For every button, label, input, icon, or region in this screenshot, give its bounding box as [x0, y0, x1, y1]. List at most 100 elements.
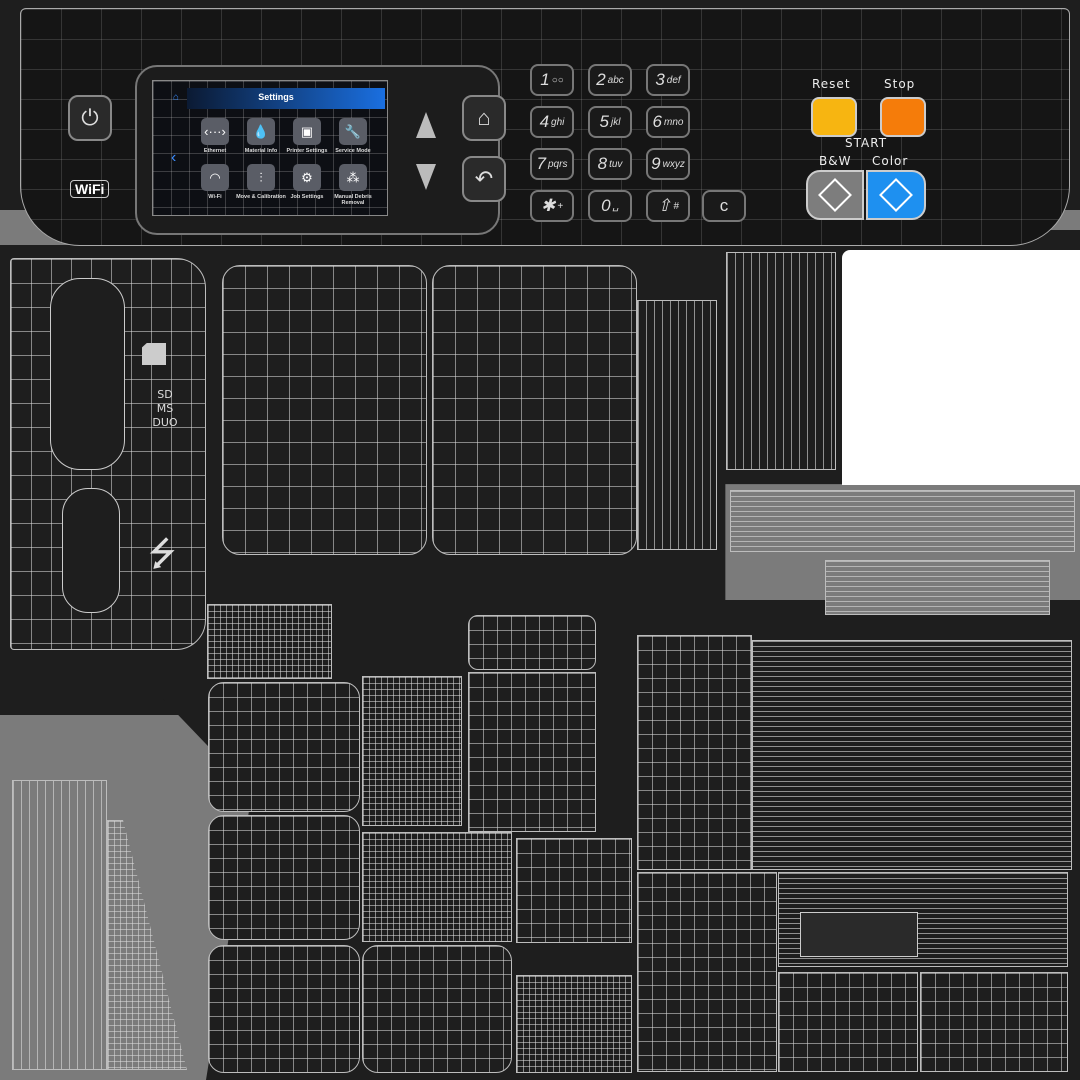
color-label: Color	[872, 154, 909, 168]
key-number: 3	[655, 70, 665, 89]
back-chevron-icon[interactable]: ‹	[171, 149, 177, 166]
wifi-icon[interactable]: ◠	[201, 164, 229, 191]
home-button[interactable]: ⌂	[462, 95, 506, 141]
key-letters: tuv	[609, 158, 623, 170]
screen-tile-label: Wi-Fi	[208, 194, 222, 200]
droplet-icon[interactable]: 💧	[247, 118, 275, 145]
debris-icon[interactable]: ⁂	[339, 164, 367, 191]
reset-label: Reset	[812, 77, 851, 91]
keypad-key[interactable]: ⇧#	[646, 190, 690, 222]
start-color-button[interactable]	[866, 170, 926, 220]
key-letters: ghi	[551, 116, 565, 128]
key-number: 7	[536, 154, 546, 173]
card-type-ms: MS	[156, 402, 174, 415]
reset-button[interactable]	[811, 97, 857, 137]
screen-tile-label: Material Info	[244, 148, 278, 154]
keypad-key[interactable]: 0␣	[588, 190, 632, 222]
wifi-logo: WiFi	[70, 180, 110, 198]
clear-key[interactable]: c	[702, 190, 746, 222]
home-icon: ⌂	[477, 105, 491, 130]
sd-card-icon	[142, 343, 166, 365]
stop-label: Stop	[884, 77, 916, 91]
stop-button[interactable]	[880, 97, 926, 137]
uv-island	[107, 820, 187, 1070]
key-number: 9	[651, 154, 661, 173]
power-button[interactable]: ⏻	[68, 95, 112, 141]
uv-island	[468, 615, 596, 670]
gear-icon[interactable]: ⚙	[293, 164, 321, 191]
keypad-key[interactable]: ✱+	[530, 190, 574, 222]
uv-island	[362, 676, 462, 826]
uv-island	[208, 815, 360, 940]
key-letters: wxyz	[662, 158, 685, 170]
key-number: 5	[599, 112, 609, 131]
screen-tile-label: Manual Debris Removal	[334, 194, 372, 206]
uv-island	[752, 640, 1072, 870]
key-letters: jkl	[611, 116, 621, 128]
key-letters: #	[673, 200, 679, 212]
white-region	[842, 250, 1080, 485]
uv-island	[730, 490, 1075, 552]
uv-island	[637, 872, 777, 1072]
screen-tile-label: Printer Settings	[286, 148, 328, 154]
uv-island	[637, 635, 752, 870]
scroll-down-arrow-icon[interactable]	[416, 164, 436, 190]
key-letters: +	[557, 200, 564, 212]
card-type-duo: DUO	[152, 416, 178, 429]
key-number: ✱	[540, 196, 556, 215]
title-bar	[187, 88, 385, 109]
uv-island	[208, 945, 360, 1073]
slot-outline	[50, 278, 125, 470]
ethernet-icon[interactable]: ‹···›	[201, 118, 229, 145]
uv-island	[726, 252, 836, 470]
uv-island	[516, 975, 632, 1073]
key-number: 0	[601, 196, 611, 215]
uv-island	[920, 972, 1068, 1072]
start-diamond-icon	[818, 178, 852, 212]
card-type-sd: SD	[157, 388, 173, 401]
uv-island	[12, 780, 107, 1070]
screen-tile-label: Ethernet	[203, 148, 227, 154]
uv-island	[208, 682, 360, 812]
uv-island	[362, 945, 512, 1073]
uv-island	[516, 838, 632, 943]
home-icon[interactable]: ⌂	[173, 92, 180, 103]
key-number: 6	[652, 112, 662, 131]
sliders-icon[interactable]: ⫶	[247, 164, 275, 191]
key-number: 2	[596, 70, 606, 89]
key-letters: def	[666, 74, 681, 86]
bw-label: B&W	[819, 154, 852, 168]
keypad-key[interactable]: 1○○	[530, 64, 574, 96]
uv-island	[825, 560, 1050, 615]
key-number: ⇧	[657, 196, 672, 215]
usb-icon: ⭍	[148, 535, 177, 573]
key-letters: ○○	[551, 74, 564, 86]
key-number: 1	[540, 70, 550, 89]
uv-island	[778, 972, 918, 1072]
key-number: 4	[539, 112, 550, 131]
uv-island	[637, 300, 717, 550]
uv-island	[468, 672, 596, 832]
key-letters: pqrs	[548, 158, 568, 170]
screen-tile-label: Move & Calibration	[236, 194, 286, 200]
screen-tile-label: Job Settings	[290, 194, 324, 200]
screen-title: Settings	[258, 92, 294, 102]
back-button[interactable]: ↶	[462, 156, 506, 202]
wrench-icon[interactable]: 🔧	[339, 118, 367, 145]
key-letters: abc	[607, 74, 624, 86]
printer-icon[interactable]: ▣	[293, 118, 321, 145]
back-arrow-icon: ↶	[474, 166, 494, 191]
key-letters: ␣	[612, 200, 619, 212]
start-bw-button[interactable]	[806, 170, 864, 220]
scroll-up-arrow-icon[interactable]	[416, 112, 436, 138]
start-diamond-icon	[879, 178, 913, 212]
uv-island	[362, 832, 512, 942]
